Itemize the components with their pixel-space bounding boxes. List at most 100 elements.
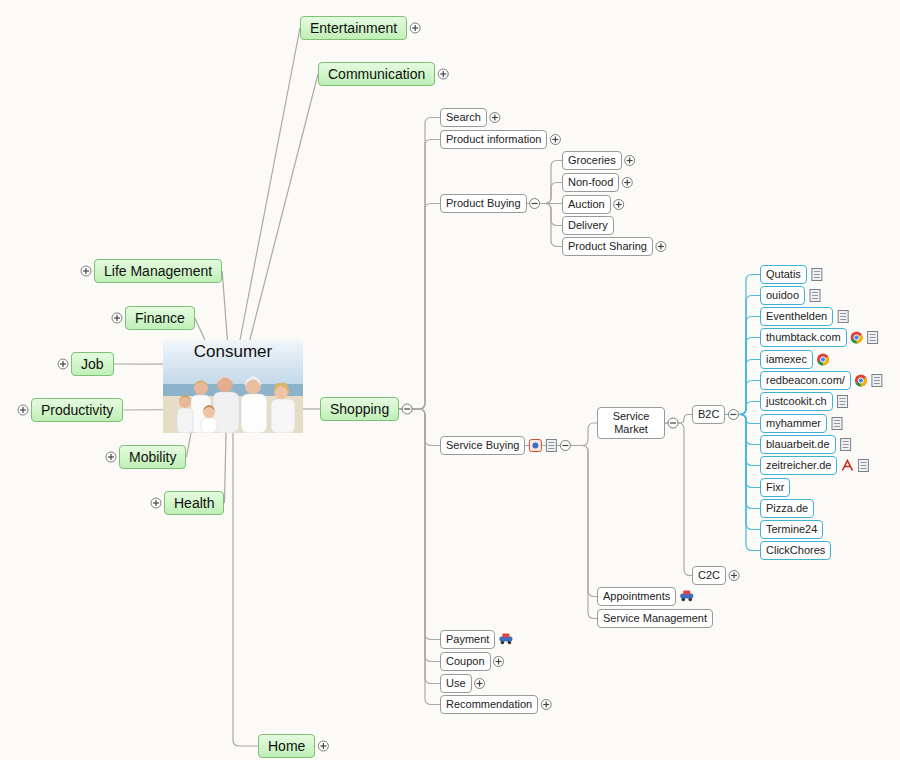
expand-toggle	[550, 135, 560, 145]
expand-toggle	[106, 452, 116, 462]
topic-label: Home	[268, 738, 305, 754]
link-icon	[858, 460, 868, 472]
topic-label: B2C	[698, 408, 719, 420]
topic-box: Product Buying	[440, 194, 527, 213]
topic-box: zeitreicher.de	[760, 456, 837, 475]
expand-toggle	[81, 266, 91, 276]
topic-label: Productivity	[41, 402, 113, 418]
topic-label: ClickChores	[766, 544, 825, 556]
topic-box: Finance	[125, 306, 195, 330]
topic-box: Non-food	[562, 173, 619, 192]
topic-label: justcookit.ch	[766, 395, 827, 407]
topic-box: justcookit.ch	[760, 392, 833, 411]
topic-box: Coupon	[440, 652, 491, 671]
branch-line	[233, 433, 258, 746]
topic-box: myhammer	[760, 414, 827, 433]
topic-label: Finance	[135, 310, 185, 326]
topic-label: Qutatis	[766, 268, 801, 280]
topic-label: Fixr	[766, 481, 784, 493]
branch-line	[725, 360, 760, 415]
topic-box: Service Buying	[440, 436, 525, 455]
topic-label: Consumer	[194, 342, 272, 361]
branch-line	[222, 271, 227, 340]
link-icon	[680, 591, 693, 602]
topic-label: Non-food	[568, 176, 613, 188]
expand-toggle	[318, 741, 328, 751]
expand-toggle	[622, 178, 632, 188]
topic-box: ClickChores	[760, 541, 831, 560]
branch-line	[399, 409, 440, 446]
topic-label: Coupon	[446, 655, 485, 667]
topic-box: Qutatis	[760, 265, 807, 284]
topic-label: Product Sharing	[568, 240, 647, 252]
topic-label: thumbtack.com	[766, 331, 841, 343]
branch-line	[303, 408, 320, 409]
topic-label: Shopping	[330, 401, 389, 417]
branch-line	[725, 338, 760, 415]
topic-label: Eventhelden	[766, 310, 827, 322]
branch-line	[399, 140, 440, 410]
branch-line	[399, 204, 440, 410]
topic-label: Use	[446, 677, 466, 689]
topic-label: C2C	[698, 569, 720, 581]
branch-line	[725, 415, 760, 488]
link-icon	[546, 440, 556, 452]
topic-box: Mobility	[119, 445, 186, 469]
link-icon	[842, 461, 852, 471]
topic-box: C2C	[692, 566, 726, 585]
link-icon	[838, 311, 848, 323]
link-icon	[529, 440, 541, 452]
topic-label: Health	[174, 495, 214, 511]
topic-label: Groceries	[568, 154, 616, 166]
topic-box: Product Sharing	[562, 237, 653, 256]
expand-toggle	[530, 199, 540, 209]
topic-box: Payment	[440, 630, 495, 649]
topic-label: Product information	[446, 133, 541, 145]
topic-label: myhammer	[766, 417, 821, 429]
topic-label: redbeacon.com/	[766, 374, 845, 386]
link-icon	[841, 439, 851, 451]
topic-label: Payment	[446, 633, 489, 645]
branch-line	[665, 423, 692, 576]
expand-toggle	[728, 410, 738, 420]
topic-label: Recommendation	[446, 698, 532, 710]
expand-toggle	[656, 242, 666, 252]
link-icon	[872, 375, 882, 387]
topic-label: Delivery	[568, 219, 608, 231]
branch-line	[525, 446, 597, 597]
link-icon	[855, 375, 867, 387]
topic-box: Groceries	[562, 151, 622, 170]
topic-box: redbeacon.com/	[760, 371, 851, 390]
topic-box: Recommendation	[440, 695, 538, 714]
topic-label: Service Management	[603, 612, 707, 624]
link-icon	[499, 634, 512, 645]
expand-toggle	[541, 700, 551, 710]
topic-box: Shopping	[320, 397, 399, 421]
link-icon	[832, 418, 842, 430]
expand-toggle	[729, 571, 739, 581]
topic-box: Use	[440, 674, 472, 693]
branch-line	[399, 118, 440, 410]
topic-box: Service Management	[597, 609, 713, 628]
topic-box: B2C	[692, 405, 725, 424]
branch-line	[399, 409, 440, 684]
topic-box: Product information	[440, 130, 547, 149]
topic-box: Fixr	[760, 478, 790, 497]
branch-line	[725, 296, 760, 415]
topic-label: Mobility	[129, 449, 176, 465]
topic-box: Entertainment	[300, 16, 407, 40]
topic-label: zeitreicher.de	[766, 459, 831, 471]
branch-line	[240, 28, 300, 340]
topic-box: Pizza.de	[760, 499, 814, 518]
topic-box: Eventhelden	[760, 307, 833, 326]
expand-toggle	[58, 359, 68, 369]
topic-label: Entertainment	[310, 20, 397, 36]
topic-label: Product Buying	[446, 197, 521, 209]
link-icon	[812, 269, 822, 281]
topic-label: Search	[446, 111, 481, 123]
topic-box: Job	[71, 352, 114, 376]
topic-label: ouidoo	[766, 289, 799, 301]
topic-box: Home	[258, 734, 315, 758]
branch-line	[527, 161, 562, 204]
branch-line	[525, 446, 597, 619]
